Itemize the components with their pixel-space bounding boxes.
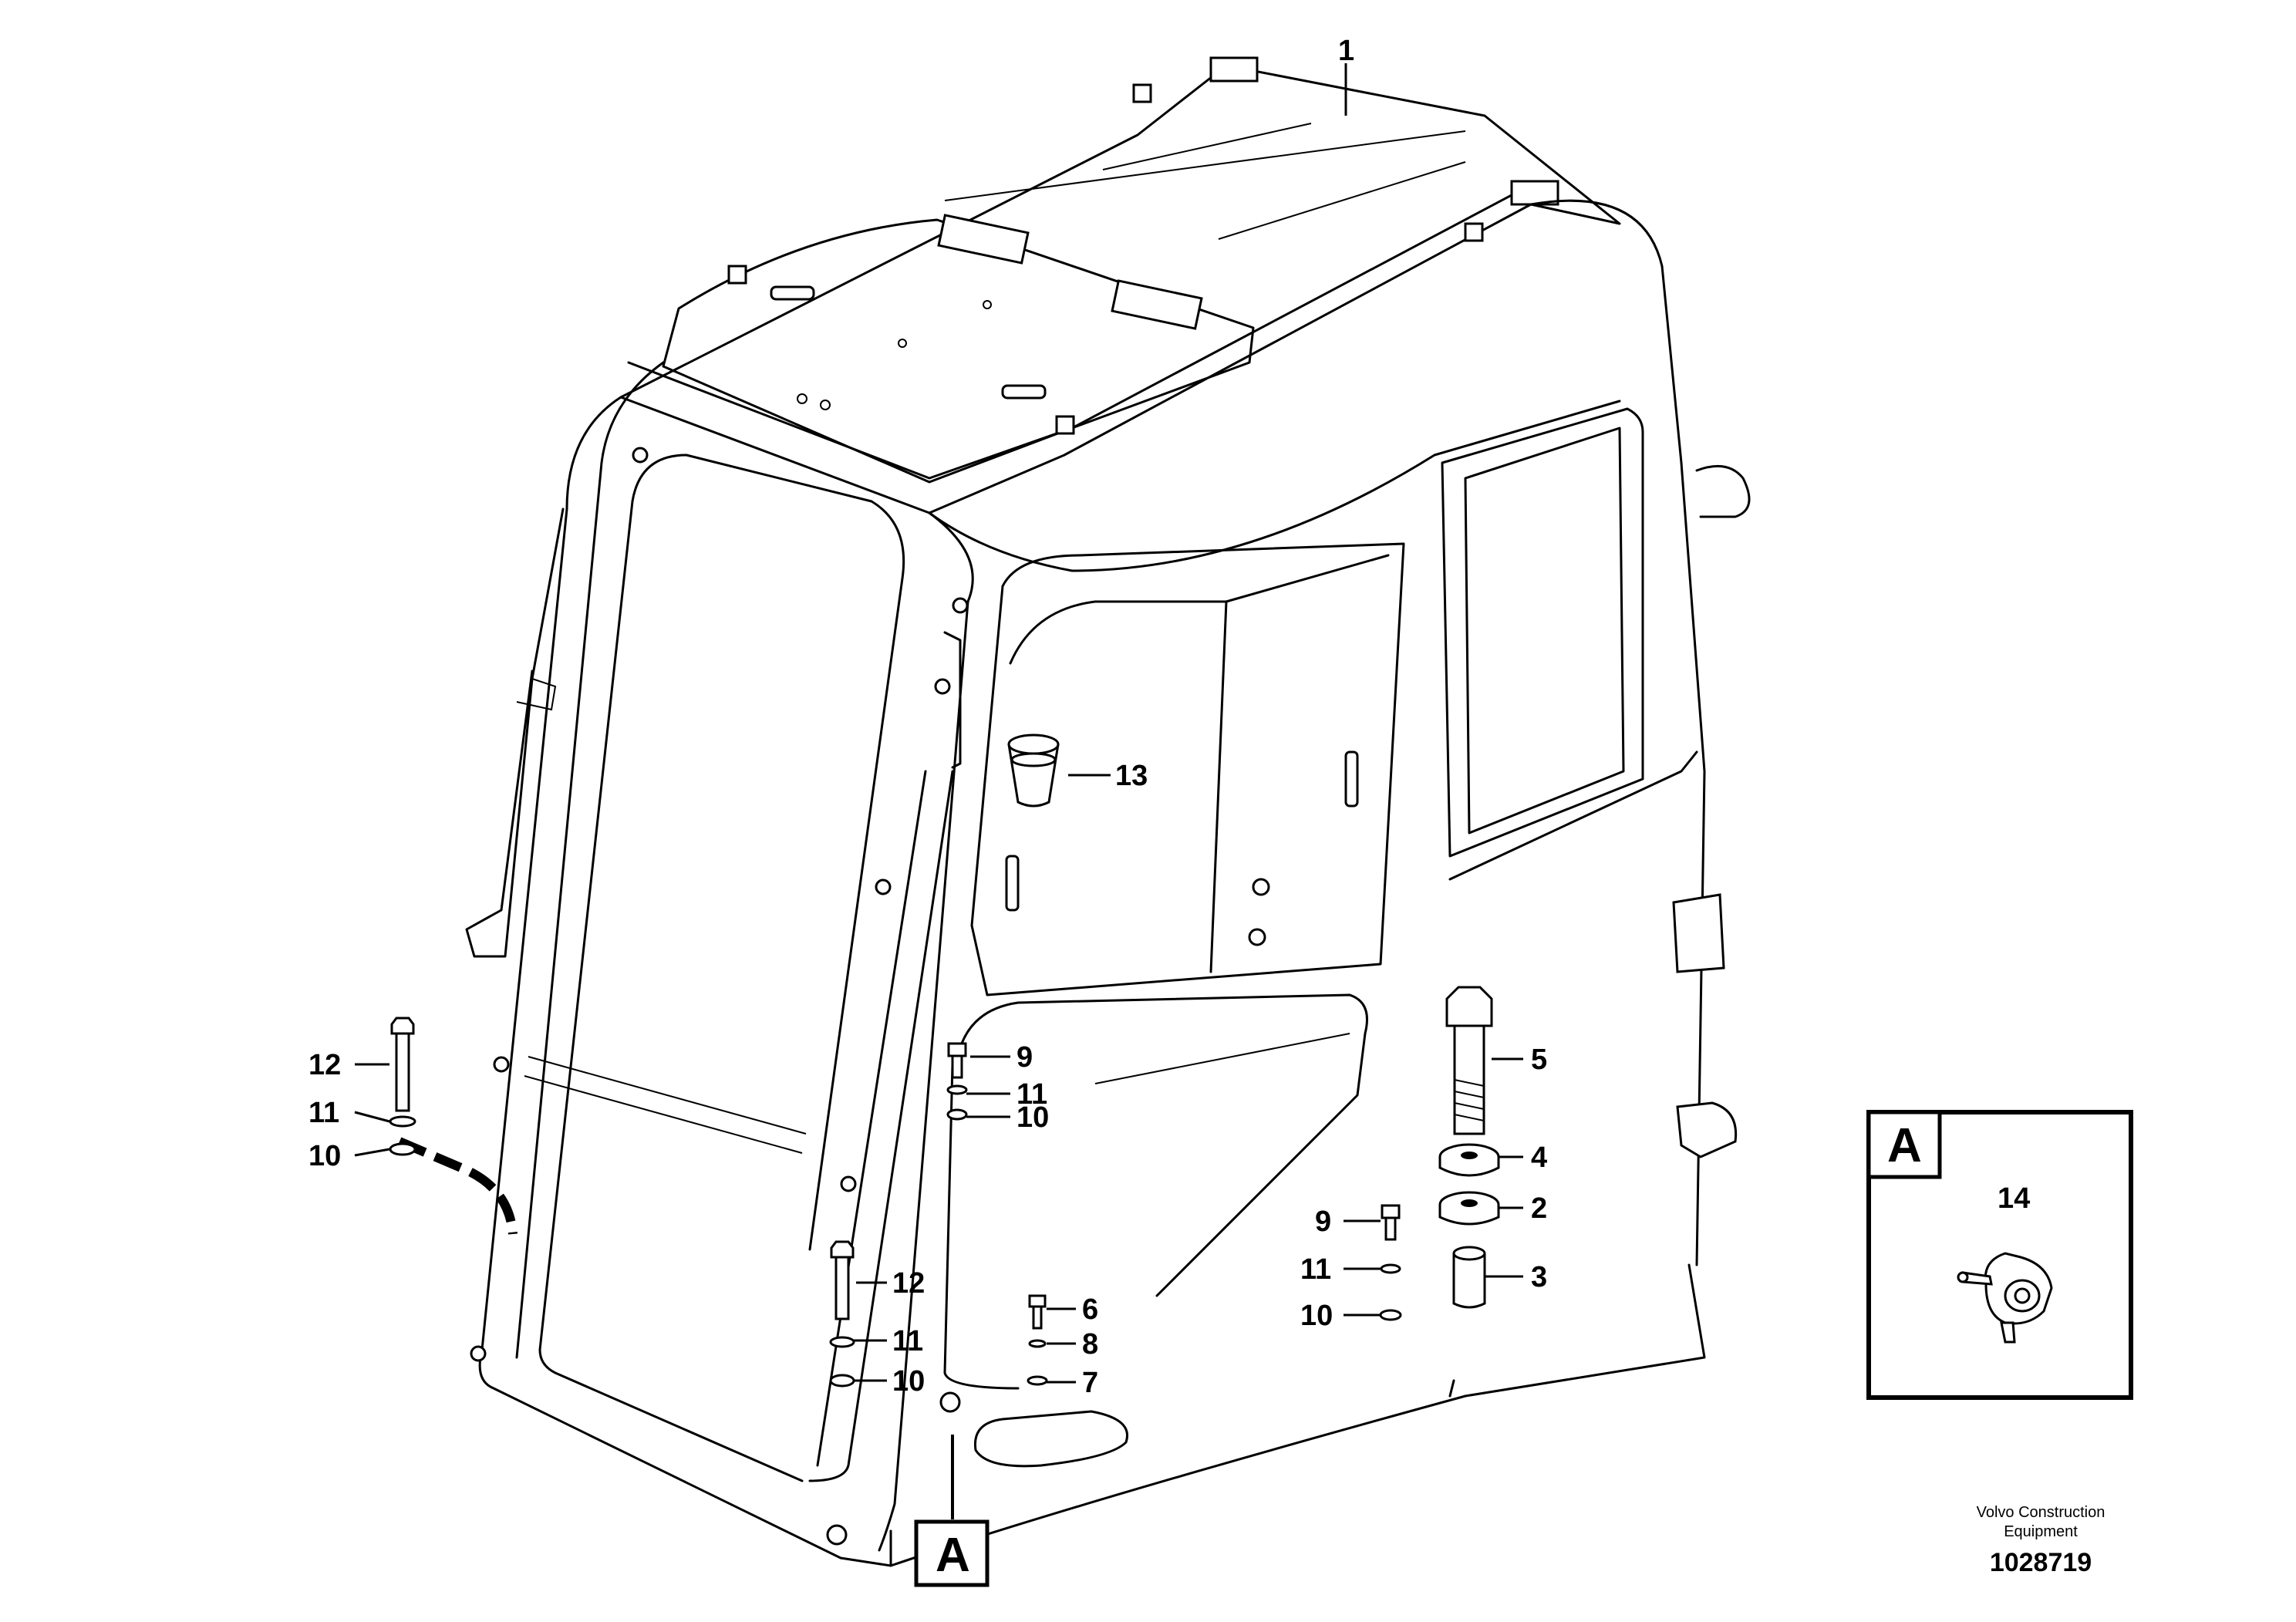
detail-inset: A 14 <box>1866 1110 2133 1400</box>
callout-10-center: 10 <box>1017 1101 1049 1134</box>
part-4-washer <box>1438 1143 1500 1177</box>
footer-block: Volvo Construction Equipment 1028719 <box>1977 1504 2106 1577</box>
document-number: 1028719 <box>1990 1548 2092 1577</box>
part-3-sleeve <box>1452 1246 1486 1309</box>
leader-lines <box>354 63 2015 1384</box>
part-2-spacer <box>1438 1191 1500 1226</box>
callout-14: 14 <box>1998 1182 2030 1215</box>
callout-7: 7 <box>1082 1367 1098 1399</box>
callout-11-left: 11 <box>308 1097 339 1129</box>
callout-3: 3 <box>1531 1261 1547 1293</box>
part-14-lock <box>1957 1252 2053 1344</box>
cab-body <box>397 56 1751 1567</box>
company-name-line2: Equipment <box>2004 1523 2078 1540</box>
callout-6: 6 <box>1082 1293 1098 1326</box>
callout-1: 1 <box>1338 35 1354 67</box>
part-9-bolt-center <box>946 1042 968 1121</box>
part-12-bolt-left <box>389 1017 416 1156</box>
callout-2: 2 <box>1531 1192 1547 1225</box>
callout-12-left: 12 <box>308 1049 341 1081</box>
callout-10-left: 10 <box>308 1140 341 1172</box>
callout-12-bottom: 12 <box>892 1267 925 1300</box>
callout-13: 13 <box>1115 760 1148 792</box>
callout-10-bottom: 10 <box>892 1365 925 1398</box>
callout-numbers: 1 13 5 4 2 3 12 11 10 9 11 10 12 11 10 6… <box>308 35 1547 1399</box>
callout-9-right: 9 <box>1315 1206 1331 1238</box>
part-5-bolt <box>1445 986 1493 1135</box>
detail-reference-label: A <box>936 1529 970 1582</box>
part-13-ashtray <box>1007 733 1060 808</box>
callout-5: 5 <box>1531 1044 1547 1076</box>
part-9-bolt-right <box>1379 1204 1402 1321</box>
callout-9-center: 9 <box>1017 1041 1033 1074</box>
callout-11-center: 11 <box>1017 1078 1047 1111</box>
callout-11-right: 11 <box>1300 1253 1331 1286</box>
callout-4: 4 <box>1531 1141 1547 1174</box>
callout-8: 8 <box>1082 1328 1098 1361</box>
inset-label: A <box>1887 1119 1922 1172</box>
callout-10-right: 10 <box>1300 1300 1333 1332</box>
part-12-bolt-bottom <box>829 1240 855 1388</box>
detail-reference-a: A <box>914 1519 990 1587</box>
part-6-screw <box>1027 1294 1048 1386</box>
callout-11-bottom: 11 <box>892 1325 923 1357</box>
company-name-line1: Volvo Construction <box>1977 1504 2106 1521</box>
